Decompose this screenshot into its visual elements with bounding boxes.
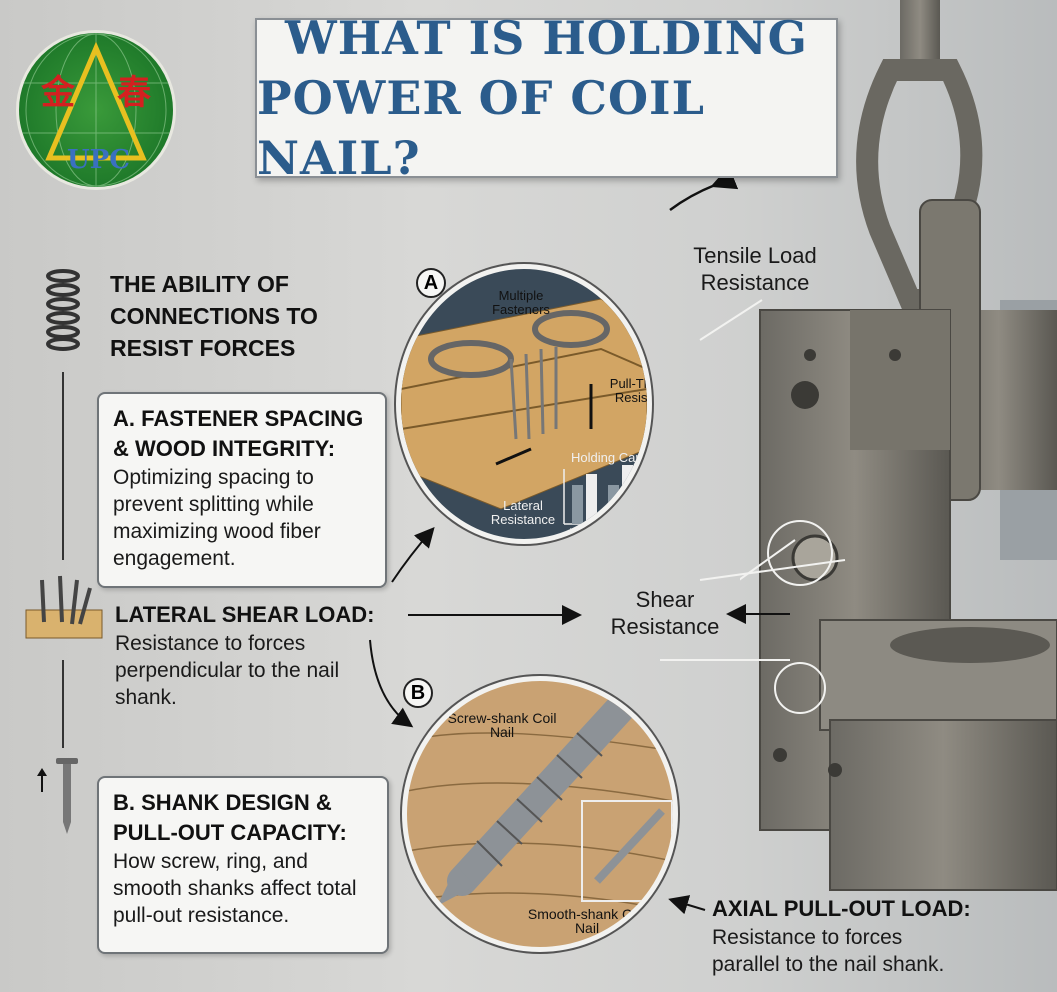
section-a-body: Optimizing spacing to prevent splitting … xyxy=(113,466,321,570)
intro-line-1: THE ABILITY OF xyxy=(110,271,289,297)
intro-line-3: RESIST FORCES xyxy=(110,335,296,361)
chart-cat-lateral: Lateral Strength xyxy=(566,527,598,544)
title-line-1: WHAT IS HOLDING xyxy=(285,11,808,65)
detail-a-circle: Multiple Fasteners Pull-Through Resistan… xyxy=(396,264,652,544)
bar-lateral-2 xyxy=(586,474,597,524)
timeline-line xyxy=(62,372,64,560)
axial-body-2: parallel to the nail shank. xyxy=(712,953,945,976)
section-a-heading-2: & WOOD INTEGRITY: xyxy=(113,436,336,461)
tensile-line-1: Tensile Load xyxy=(693,243,817,268)
wood-planks-with-coil-nails xyxy=(401,298,647,525)
lateral-section: LATERAL SHEAR LOAD: Resistance to forces… xyxy=(115,600,405,711)
chart-cat-pullout: Pull-out xyxy=(608,529,636,538)
shear-callout: Shear Resistance xyxy=(590,586,740,640)
logo-char-2: 春 xyxy=(117,74,151,112)
tensile-line-2: Resistance xyxy=(700,270,810,295)
chart-title: Holding Capacity xyxy=(571,450,650,465)
axial-heading: AXIAL PULL-OUT LOAD: xyxy=(712,896,971,921)
axial-section: AXIAL PULL-OUT LOAD: Resistance to force… xyxy=(712,894,1052,978)
holding-capacity-chart xyxy=(563,465,641,525)
label-pull-through: Pull-Through Resistance xyxy=(609,376,651,405)
section-a-card: A. FASTENER SPACING & WOOD INTEGRITY: Op… xyxy=(97,392,387,588)
section-b-body: How screw, ring, and smooth shanks affec… xyxy=(113,850,357,927)
timeline-line xyxy=(62,660,64,748)
badge-a: A xyxy=(416,268,446,298)
section-a-heading-1: A. FASTENER SPACING xyxy=(113,406,364,431)
tensile-callout: Tensile Load Resistance xyxy=(680,242,830,296)
label-multiple-fasteners: Multiple Fasteners xyxy=(492,288,550,317)
intro-line-2: CONNECTIONS TO xyxy=(110,303,318,329)
shear-line-1: Shear xyxy=(635,587,695,612)
intro-text: THE ABILITY OF CONNECTIONS TO RESIST FOR… xyxy=(110,268,318,364)
section-b-card: B. SHANK DESIGN & PULL-OUT CAPACITY: How… xyxy=(97,776,389,954)
section-b-heading-1: B. SHANK DESIGN & xyxy=(113,790,332,815)
logo-char-1: 金 xyxy=(41,74,75,112)
shear-line-2: Resistance xyxy=(610,614,720,639)
detail-b-circle: Screw-shank Coil Nail Smooth-shank Coil … xyxy=(402,676,678,952)
bar-pullout-2 xyxy=(622,465,633,524)
label-screw-shank: Screw-shank Coil Nail xyxy=(447,710,557,740)
logo-text: UPC xyxy=(67,145,130,175)
label-lateral-resistance: Lateral Resistance xyxy=(490,498,556,527)
lateral-heading: LATERAL SHEAR LOAD: xyxy=(115,602,375,627)
label-smooth-shank: Smooth-shank Coil Nail xyxy=(527,906,647,936)
bar-pullout-1 xyxy=(608,485,619,524)
bar-lateral-1 xyxy=(572,485,583,524)
axial-body-1: Resistance to forces xyxy=(712,926,903,949)
lateral-body: Resistance to forces perpendicular to th… xyxy=(115,632,340,709)
spring-icon xyxy=(46,269,80,351)
company-logo: 金 春 UPC xyxy=(16,30,176,190)
nails-in-wood-icon xyxy=(25,575,103,639)
title-box: WHAT IS HOLDING POWER OF COIL NAIL? xyxy=(255,11,838,185)
title-line-2: POWER OF COIL NAIL? xyxy=(257,71,705,185)
globe-triangle-icon xyxy=(19,33,173,187)
screw-and-smooth-nail-illustration xyxy=(407,686,673,912)
section-b-heading-2: PULL-OUT CAPACITY: xyxy=(113,820,347,845)
badge-b: B xyxy=(403,678,433,708)
nail-pullout-icon xyxy=(37,758,78,834)
